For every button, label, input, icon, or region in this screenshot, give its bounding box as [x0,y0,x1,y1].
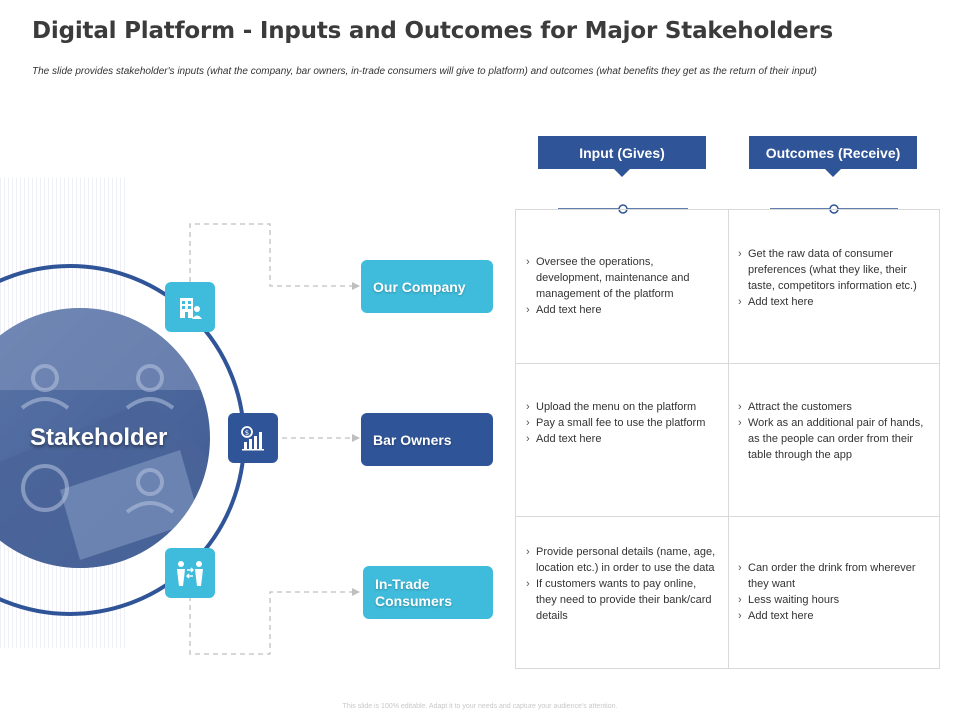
stakeholder-label: Stakeholder [30,424,168,451]
svg-text:$: $ [245,429,249,437]
input-cell-our-company: Oversee the operations, development, mai… [516,254,716,318]
list-item: If customers wants to pay online, they n… [516,576,716,624]
stakeholder-in-trade-consumers: In-Trade Consumers [363,566,493,619]
outcome-cell-our-company: Get the raw data of consumer preferences… [728,246,928,310]
list-item: Provide personal details (name, age, loc… [516,544,716,576]
list-item: Pay a small fee to use the platform [516,415,716,431]
inputs-outcomes-table: Oversee the operations, development, mai… [515,209,940,669]
column-header-input: Input (Gives) [538,136,706,177]
slide-subtitle: The slide provides stakeholder's inputs … [32,66,817,77]
list-item: Less waiting hours [728,592,928,608]
footer-note: This slide is 100% editable. Adapt it to… [342,703,618,710]
list-item: Add text here [516,431,716,447]
slide-title: Digital Platform - Inputs and Outcomes f… [32,18,834,44]
input-cell-bar-owners: Upload the menu on the platform Pay a sm… [516,399,716,447]
list-item: Can order the drink from wherever they w… [728,560,928,592]
money-chart-icon: $ [228,413,278,463]
list-item: Add text here [728,608,928,624]
outcome-cell-bar-owners: Attract the customers Work as an additio… [728,399,928,463]
stakeholder-bar-owners: Bar Owners [361,413,493,466]
list-item: Oversee the operations, development, mai… [516,254,716,302]
list-item: Get the raw data of consumer preferences… [728,246,928,294]
list-item: Work as an additional pair of hands, as … [728,415,928,463]
list-item: Add text here [516,302,716,318]
column-header-outcome: Outcomes (Receive) [749,136,917,177]
building-person-icon [165,282,215,332]
background-stripes [0,178,125,648]
people-exchange-icon [165,548,215,598]
stakeholder-our-company: Our Company [361,260,493,313]
input-cell-in-trade-consumers: Provide personal details (name, age, loc… [516,544,716,624]
list-item: Upload the menu on the platform [516,399,716,415]
list-item: Add text here [728,294,928,310]
outcome-cell-in-trade-consumers: Can order the drink from wherever they w… [728,560,928,624]
list-item: Attract the customers [728,399,928,415]
